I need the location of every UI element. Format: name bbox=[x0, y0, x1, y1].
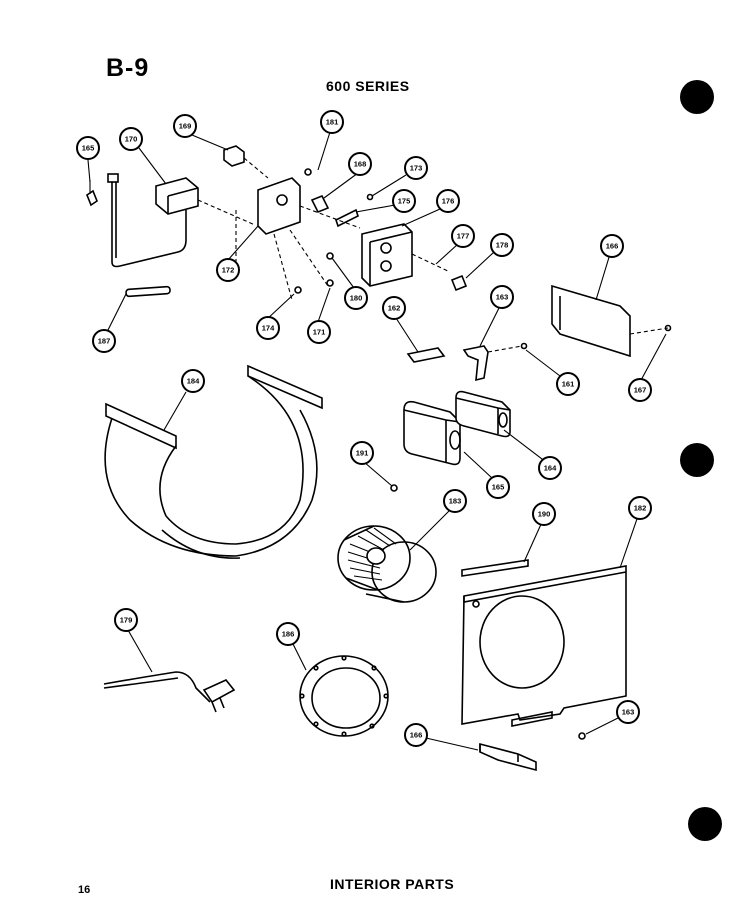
leader-lines bbox=[87, 131, 667, 751]
svg-text:179: 179 bbox=[120, 616, 133, 625]
tube-167 bbox=[125, 285, 171, 298]
svg-text:187: 187 bbox=[98, 337, 111, 346]
callout-187: 187 bbox=[92, 329, 116, 353]
page-footer-title: INTERIOR PARTS bbox=[330, 876, 455, 892]
svg-text:177: 177 bbox=[457, 232, 470, 241]
scroll-housing bbox=[104, 364, 323, 559]
svg-text:163: 163 bbox=[496, 293, 509, 302]
callout-166: 166 bbox=[600, 234, 624, 258]
callout-178: 178 bbox=[490, 233, 514, 257]
bracket-163 bbox=[462, 342, 528, 382]
bracket-162 bbox=[406, 347, 446, 363]
callout-165: 165 bbox=[76, 136, 100, 160]
callout-168: 168 bbox=[348, 152, 372, 176]
svg-text:162: 162 bbox=[388, 304, 401, 313]
blower-wheel bbox=[337, 484, 437, 603]
side-panel bbox=[551, 284, 672, 358]
svg-text:168: 168 bbox=[354, 160, 367, 169]
callout-163: 163 bbox=[490, 285, 514, 309]
callout-186: 186 bbox=[276, 622, 300, 646]
selector-switch bbox=[361, 223, 451, 287]
svg-text:176: 176 bbox=[442, 197, 455, 206]
power-cord bbox=[103, 671, 236, 713]
binder-hole-top bbox=[680, 80, 714, 114]
callout-179: 179 bbox=[114, 608, 138, 632]
svg-text:175: 175 bbox=[398, 197, 411, 206]
svg-text:167: 167 bbox=[634, 386, 647, 395]
callout-165-capacitor: 165 bbox=[486, 475, 510, 499]
callout-175: 175 bbox=[392, 189, 416, 213]
svg-text:182: 182 bbox=[634, 504, 647, 513]
svg-text:180: 180 bbox=[350, 294, 363, 303]
capacitor-164 bbox=[455, 390, 511, 438]
svg-text:165: 165 bbox=[82, 144, 95, 153]
capacitor-165 bbox=[403, 400, 461, 466]
page-number: 16 bbox=[78, 884, 91, 896]
svg-text:181: 181 bbox=[326, 118, 339, 127]
callout-190: 190 bbox=[532, 502, 556, 526]
svg-text:170: 170 bbox=[125, 135, 138, 144]
callout-170: 170 bbox=[119, 127, 143, 151]
binder-hole-bottom bbox=[688, 807, 722, 841]
svg-text:183: 183 bbox=[449, 497, 462, 506]
svg-text:163: 163 bbox=[622, 708, 635, 717]
svg-text:173: 173 bbox=[410, 164, 423, 173]
callout-163-screw: 163 bbox=[616, 700, 640, 724]
callout-169: 169 bbox=[173, 114, 197, 138]
callout-184: 184 bbox=[181, 369, 205, 393]
thermostat-body bbox=[155, 177, 256, 226]
thermostat-bulb bbox=[107, 173, 187, 268]
callout-174: 174 bbox=[256, 316, 280, 340]
thermostat-clip bbox=[86, 180, 98, 207]
callout-172: 172 bbox=[216, 258, 240, 282]
svg-text:190: 190 bbox=[538, 510, 551, 519]
svg-text:166: 166 bbox=[410, 731, 423, 740]
callout-164: 164 bbox=[538, 456, 562, 480]
svg-text:174: 174 bbox=[262, 324, 275, 333]
callout-176: 176 bbox=[436, 189, 460, 213]
svg-text:178: 178 bbox=[496, 241, 509, 250]
callout-166-block: 166 bbox=[404, 723, 428, 747]
callout-161: 161 bbox=[556, 372, 580, 396]
screws-small bbox=[294, 168, 374, 294]
callout-191: 191 bbox=[350, 441, 374, 465]
svg-text:186: 186 bbox=[282, 630, 295, 639]
blower-blades bbox=[347, 527, 397, 581]
foam-block-166 bbox=[479, 742, 537, 772]
callout-167: 167 bbox=[628, 378, 652, 402]
svg-text:165: 165 bbox=[492, 483, 505, 492]
section-code: B-9 bbox=[106, 54, 150, 82]
svg-text:191: 191 bbox=[356, 449, 369, 458]
callout-173: 173 bbox=[404, 156, 428, 180]
orifice-ring bbox=[299, 655, 389, 737]
callout-180: 180 bbox=[344, 286, 368, 310]
svg-text:164: 164 bbox=[544, 464, 557, 473]
svg-text:166: 166 bbox=[606, 242, 619, 251]
callout-181: 181 bbox=[320, 110, 344, 134]
callout-183: 183 bbox=[443, 489, 467, 513]
callout-162: 162 bbox=[382, 296, 406, 320]
bulkhead-panel bbox=[461, 559, 627, 727]
svg-text:169: 169 bbox=[179, 122, 192, 131]
series-title: 600 SERIES bbox=[326, 78, 410, 94]
binder-hole-middle bbox=[680, 443, 714, 477]
switch-knob-178 bbox=[450, 274, 468, 292]
switch-knob-stem bbox=[310, 194, 359, 228]
svg-text:172: 172 bbox=[222, 266, 235, 275]
callout-182: 182 bbox=[628, 496, 652, 520]
ring-bolts bbox=[299, 655, 389, 737]
svg-text:161: 161 bbox=[562, 380, 575, 389]
mounting-bracket bbox=[235, 177, 361, 301]
thermostat-knob bbox=[223, 145, 269, 179]
screw-163b bbox=[578, 732, 586, 740]
callout-171: 171 bbox=[307, 320, 331, 344]
svg-text:171: 171 bbox=[313, 328, 326, 337]
svg-text:184: 184 bbox=[187, 377, 200, 386]
callout-177: 177 bbox=[451, 224, 475, 248]
